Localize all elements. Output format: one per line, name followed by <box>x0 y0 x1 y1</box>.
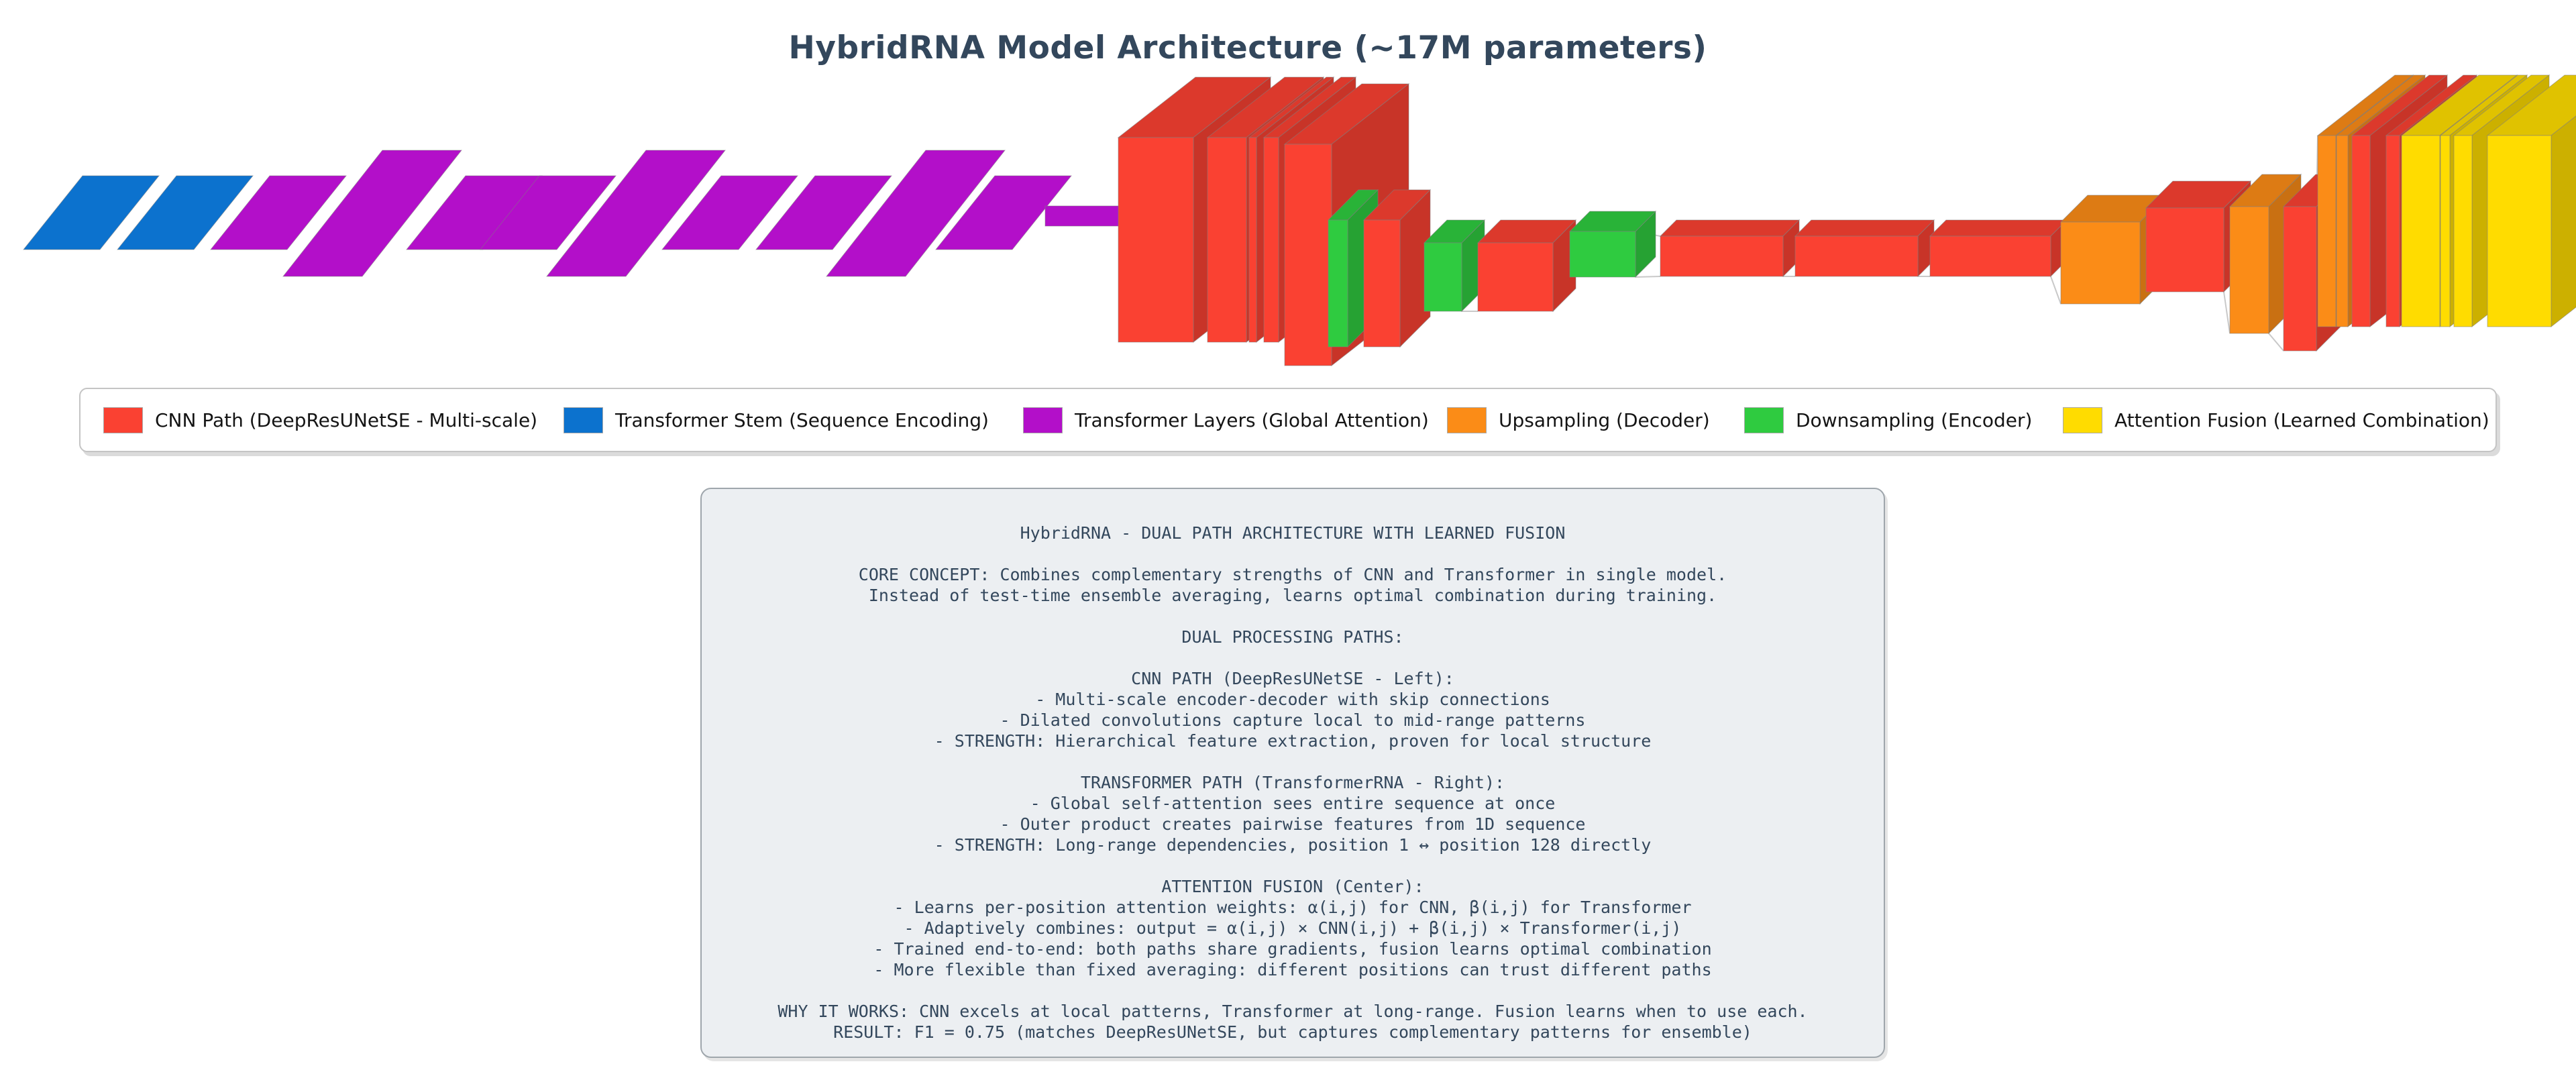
cnn-encoder-slab-2 <box>1207 137 1247 343</box>
downsample-1 <box>1328 219 1348 347</box>
panel-text-line: TRANSFORMER PATH (TransformerRNA - Right… <box>1080 773 1505 792</box>
panel-text-line <box>702 855 1884 876</box>
transformer-layers-swatch-icon <box>1023 407 1063 433</box>
transformer-layer-plate-1 <box>209 175 347 250</box>
skip-connection-line <box>1635 276 1661 278</box>
panel-text-line: - Trained end-to-end: both paths share g… <box>873 939 1712 959</box>
panel-text-line: ATTENTION FUSION (Center): <box>1161 877 1424 896</box>
cnn-decoder-slab-1 <box>2351 135 2371 327</box>
cnn-encoder-slab-4 <box>1263 137 1279 343</box>
legend-item-downsampling: Downsampling (Encoder) <box>1744 389 2032 451</box>
legend-item-upsampling: Upsampling (Decoder) <box>1447 389 1710 451</box>
legend-item-label: CNN Path (DeepResUNetSE - Multi-scale) <box>155 409 538 431</box>
attention-fusion-swatch-icon <box>2063 407 2102 433</box>
transformer-layer-plate-9 <box>934 175 1073 250</box>
legend-item-label: Downsampling (Encoder) <box>1796 409 2033 431</box>
skip-connection-line <box>2223 291 2231 334</box>
panel-text-line: - STRENGTH: Hierarchical feature extract… <box>934 731 1652 751</box>
transformer-stem-plate-2 <box>116 175 254 250</box>
attention-fusion-output <box>2487 135 2552 327</box>
legend-item-label: Transformer Layers (Global Attention) <box>1075 409 1429 431</box>
transformer-stem-swatch-icon <box>564 407 603 433</box>
transformer-layer-plate-6 <box>661 175 799 250</box>
transformer-layer-plate-4 <box>479 175 617 250</box>
panel-text-line <box>702 980 1884 1001</box>
dilated-conv-2 <box>1794 235 1919 277</box>
legend-item-cnn-path: CNN Path (DeepResUNetSE - Multi-scale) <box>103 389 537 451</box>
panel-text-line: DUAL PROCESSING PATHS: <box>1181 627 1404 647</box>
transformer-layer-plate-8-tall <box>825 150 1006 277</box>
transformer-layer-plate-5-tall <box>545 150 727 277</box>
legend-item-label: Transformer Stem (Sequence Encoding) <box>615 409 989 431</box>
cnn-encoder-slab-5 <box>1284 144 1332 366</box>
panel-text-line <box>702 751 1884 772</box>
legend-item-transformer-stem: Transformer Stem (Sequence Encoding) <box>564 389 989 451</box>
cnn-block-2 <box>1477 242 1554 312</box>
description-panel: HybridRNA - DUAL PATH ARCHITECTURE WITH … <box>700 488 1885 1058</box>
panel-text-line: Instead of test-time ensemble averaging,… <box>868 586 1717 605</box>
legend-item-label: Upsampling (Decoder) <box>1499 409 1710 431</box>
panel-text-line: - Adaptively combines: output = α(i,j) ×… <box>904 918 1682 938</box>
dilated-conv-3-top <box>1929 219 2068 237</box>
panel-text-line <box>702 647 1884 668</box>
transformer-to-cnn-connector <box>1044 205 1120 227</box>
panel-text-line: - Outer product creates pairwise feature… <box>1000 814 1586 834</box>
panel-text-line: - Dilated convolutions capture local to … <box>1000 710 1586 730</box>
attention-fusion-slab-3 <box>2453 135 2473 327</box>
legend-item-attention-fusion: Attention Fusion (Learned Combination) <box>2063 389 2489 451</box>
cnn-encoder-slab-3 <box>1248 137 1257 343</box>
page-title: HybridRNA Model Architecture (~17M param… <box>788 30 1707 66</box>
skip-connection-line <box>2268 333 2284 352</box>
legend-box: CNN Path (DeepResUNetSE - Multi-scale) T… <box>79 388 2497 452</box>
legend-item-label: Attention Fusion (Learned Combination) <box>2114 409 2489 431</box>
cnn-decoder-slab-2 <box>2385 135 2400 327</box>
upsample-slab-1 <box>2317 135 2337 327</box>
cnn-encoder-slab-1 <box>1118 137 1194 343</box>
downsample-2 <box>1424 242 1462 312</box>
panel-text-line: - Learns per-position attention weights:… <box>894 898 1692 917</box>
upsample-slab-2 <box>2336 135 2349 327</box>
cnn-decoder-block-1 <box>2145 207 2224 292</box>
panel-text-line: CORE CONCEPT: Combines complementary str… <box>858 565 1727 584</box>
upsample-2 <box>2229 206 2269 334</box>
dilated-conv-1 <box>1660 235 1784 277</box>
panel-text-line: - Multi-scale encoder-decoder with skip … <box>1035 690 1550 709</box>
skip-connection-line <box>2050 276 2061 305</box>
cnn-decoder-block-2 <box>2283 206 2317 352</box>
dilated-conv-2-top <box>1794 219 1935 237</box>
panel-text-line: WHY IT WORKS: CNN excels at local patter… <box>777 1002 1808 1021</box>
upsampling-swatch-icon <box>1447 407 1487 433</box>
panel-text-line: RESULT: F1 = 0.75 (matches DeepResUNetSE… <box>833 1022 1752 1042</box>
transformer-layer-plate-7 <box>755 175 893 250</box>
downsampling-swatch-icon <box>1744 407 1784 433</box>
attention-fusion-slab-2 <box>2440 135 2451 327</box>
panel-text-line: - More flexible than fixed averaging: di… <box>873 960 1712 979</box>
transformer-stem-plate-1 <box>22 175 160 250</box>
cnn-block-1 <box>1363 219 1401 347</box>
transformer-layer-plate-2-tall <box>282 150 463 277</box>
panel-text-line: CNN PATH (DeepResUNetSE - Left): <box>1131 669 1454 688</box>
cnn-path-swatch-icon <box>103 407 143 433</box>
panel-text-line <box>702 543 1884 564</box>
dilated-conv-3 <box>1929 235 2051 277</box>
legend-item-transformer-layers: Transformer Layers (Global Attention) <box>1023 389 1429 451</box>
upsample-1 <box>2060 221 2141 305</box>
dilated-conv-1-top <box>1659 219 1801 237</box>
panel-text-line: HybridRNA - DUAL PATH ARCHITECTURE WITH … <box>1020 523 1566 543</box>
attention-fusion-slab-1 <box>2401 135 2440 327</box>
downsample-3 <box>1569 231 1636 278</box>
panel-text-line: - Global self-attention sees entire sequ… <box>1030 794 1556 813</box>
panel-text-line: - STRENGTH: Long-range dependencies, pos… <box>934 835 1652 855</box>
panel-text-line <box>702 606 1884 627</box>
